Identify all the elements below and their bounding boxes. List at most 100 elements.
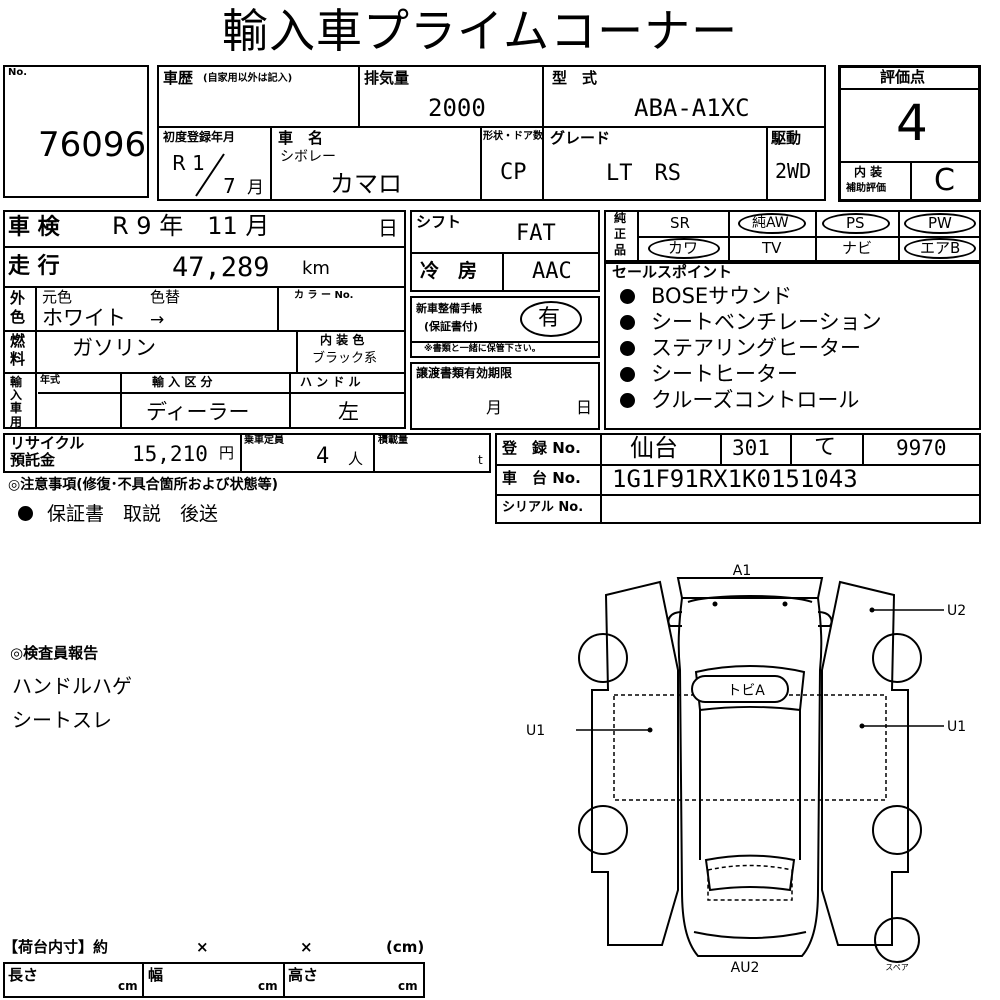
- color-orig-label: 元色: [42, 288, 73, 306]
- inspection-label: 車 検: [8, 215, 60, 240]
- score-value: 4: [896, 94, 928, 152]
- import-type-value: ディーラー: [146, 400, 250, 424]
- color-code-label: カ ラ ー No.: [294, 290, 354, 301]
- grade-label: グレード: [550, 129, 611, 147]
- cargo-length-label: 長さ: [8, 966, 39, 984]
- cargo-width-unit: cm: [258, 979, 278, 993]
- model-label: 型 式: [552, 69, 598, 87]
- notes-value: 保証書 取説 後送: [47, 503, 219, 525]
- genuine-pw-circle: [904, 213, 976, 234]
- genuine-ps-circle: [822, 213, 890, 234]
- fuel-value: ガソリン: [72, 336, 156, 360]
- car-damage-diagram: A1 U2 U1 U1 トビA AU2 スペア: [526, 563, 966, 976]
- shape-value: CP: [500, 160, 527, 185]
- reg-area: 仙台: [630, 434, 678, 462]
- inspector-line: シートスレ: [12, 708, 112, 732]
- diagram-au2-label: AU2: [731, 960, 760, 976]
- capacity-value: 4: [316, 444, 330, 469]
- maintenance-label-2: (保証書付): [424, 320, 479, 333]
- reg-label: 登 録 No.: [502, 439, 581, 457]
- genuine-sr: SR: [670, 214, 690, 232]
- inspector-line: ハンドルハゲ: [12, 674, 132, 698]
- vehicle-details-box: [3, 210, 406, 429]
- handle-label: ハ ン ド ル: [300, 375, 361, 389]
- car-outline: [578, 577, 922, 963]
- recycle-value: 15,210: [132, 442, 208, 466]
- history-label: 車歴: [163, 69, 194, 87]
- genuine-aw-circle: [738, 213, 806, 234]
- displacement-value: 2000: [428, 94, 486, 122]
- recycle-label-2: 預託金: [10, 451, 56, 469]
- diagram-a1-label: A1: [733, 563, 751, 579]
- inspection-day-unit: 日: [378, 216, 398, 240]
- mileage-value: 47,289: [172, 252, 270, 283]
- capacity-unit: 人: [348, 450, 364, 468]
- color-value: ホワイト: [42, 306, 126, 330]
- genuine-side-3: 品: [614, 243, 627, 257]
- maintenance-circle: [520, 301, 582, 337]
- import-type-label: 輸 入 区 分: [152, 375, 213, 389]
- capacity-label: 乗車定員: [244, 435, 284, 446]
- header-info-box: [157, 65, 826, 201]
- transfer-label: 譲渡書類有効期限: [416, 366, 513, 380]
- genuine-airbag-circle: [904, 238, 976, 259]
- mileage-unit: km: [302, 258, 330, 279]
- maintenance-label: 新車整備手帳: [416, 302, 482, 315]
- bullet-icon: [620, 315, 635, 330]
- displacement-label: 排気量: [364, 69, 410, 87]
- cargo-x-1: ×: [196, 938, 209, 956]
- shift-value: FAT: [516, 221, 556, 246]
- sales-points-box: [604, 262, 981, 430]
- notes-label: ◎注意事項(修復･不具合箇所および状態等): [8, 477, 279, 493]
- genuine-ps: PS: [846, 214, 865, 232]
- interior-color-value: ブラック系: [312, 351, 378, 366]
- recycle-unit: 円: [219, 444, 235, 462]
- maker: シボレー: [280, 149, 336, 165]
- interior-label-2: 補助評価: [846, 183, 886, 194]
- interior-label: 内 装: [854, 165, 883, 179]
- diagram-spare-label: スペア: [885, 963, 908, 972]
- first-reg-year: R 1: [172, 151, 205, 175]
- shift-label: シフト: [416, 213, 462, 231]
- notes-value-row: 保証書 取説 後送: [18, 505, 218, 524]
- drive-label: 駆動: [771, 129, 802, 147]
- page-title: 輸入車プライムコーナー: [222, 4, 739, 58]
- registration-box: [495, 433, 981, 524]
- chassis-label: 車 台 No.: [502, 469, 581, 487]
- genuine-aw: 純AW: [752, 215, 789, 231]
- genuine-airbag: エアB: [920, 239, 961, 257]
- cargo-label: 【荷台内寸】約: [3, 938, 109, 956]
- load-unit: t: [478, 453, 483, 467]
- model-value: ABA-A1XC: [634, 94, 750, 122]
- sales-point-item: BOSEサウンド: [620, 286, 792, 307]
- color-arrow: →: [150, 310, 165, 330]
- score-box: [838, 65, 981, 202]
- genuine-side-2: 正: [614, 227, 627, 241]
- shape-label: 形状・ドア数: [483, 131, 543, 142]
- grade-value: LT RS: [606, 161, 681, 186]
- cargo-x-2: ×: [300, 938, 313, 956]
- inspector-label: ◎検査員報告: [10, 644, 99, 662]
- lot-number: 76096: [38, 125, 147, 165]
- lot-number-box: [3, 65, 149, 198]
- genuine-leather-circle: [648, 238, 720, 259]
- genuine-side-1: 純: [614, 211, 627, 225]
- interior-color-label: 内 装 色: [320, 333, 365, 347]
- history-note: (自家用以外は記入): [203, 73, 293, 84]
- cargo-unit: (cm): [386, 938, 425, 956]
- reg-number: 9970: [896, 436, 947, 460]
- ac-label: 冷 房: [420, 260, 478, 282]
- score-label: 評価点: [880, 68, 926, 86]
- color-side-1: 外: [10, 289, 26, 307]
- import-side: 輸入車用: [10, 375, 23, 429]
- sales-point-text: BOSEサウンド: [651, 284, 793, 308]
- sales-point-item: シートベンチレーション: [620, 312, 882, 333]
- bullet-icon: [620, 393, 635, 408]
- first-reg-month-unit: 月: [247, 178, 264, 198]
- carname-label: 車 名: [278, 129, 324, 147]
- genuine-pw: PW: [928, 214, 952, 232]
- sales-point-text: クルーズコントロール: [651, 388, 860, 412]
- sales-point-item: ステアリングヒーター: [620, 338, 861, 359]
- ac-value: AAC: [532, 259, 572, 284]
- sales-point-text: シートヒーター: [651, 362, 798, 386]
